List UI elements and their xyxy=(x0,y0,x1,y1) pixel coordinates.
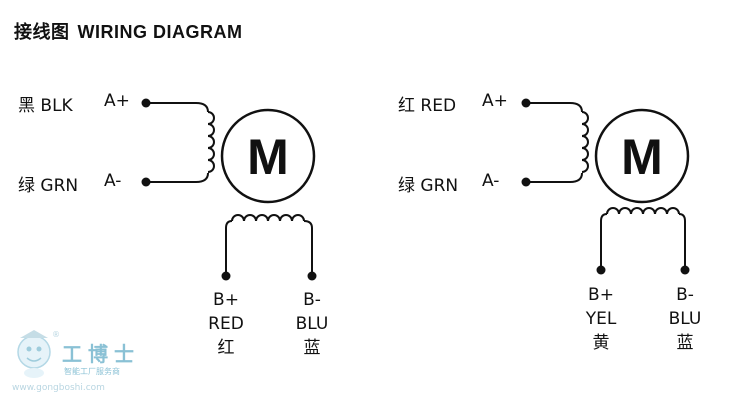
diagram-left-terminals xyxy=(141,98,317,281)
wire-color-en: BLU xyxy=(668,309,702,329)
title-english: WIRING DIAGRAM xyxy=(77,22,243,42)
watermark: ® 工博士 智能工厂服务商 www.gongboshi.com xyxy=(12,330,142,400)
motor-circle xyxy=(594,108,690,204)
terminal-label-a-plus: A+ xyxy=(482,91,508,111)
coil-a-wire-top xyxy=(146,102,209,113)
coil-a-wire-bottom xyxy=(526,172,583,183)
terminal-label-a-plus: A+ xyxy=(104,91,130,111)
coil-b-wire-right xyxy=(303,220,313,276)
terminal-label-a-minus: A- xyxy=(482,171,500,191)
coil-b-right-labels: B- BLU 蓝 xyxy=(282,288,342,360)
coil-a-winding xyxy=(581,111,589,173)
page-title: 接线图 WIRING DIAGRAM xyxy=(14,18,242,44)
watermark-url: www.gongboshi.com xyxy=(12,383,105,393)
wire-color-cn: 蓝 xyxy=(303,338,321,358)
terminal-label-b-minus: B- xyxy=(676,285,694,305)
wire-color-en: YEL xyxy=(585,309,617,329)
coil-b-winding xyxy=(606,207,680,215)
coil-b-left-labels: B+ RED 红 xyxy=(196,288,256,360)
watermark-mascot-icon xyxy=(17,330,51,378)
diagram-left xyxy=(146,102,316,276)
terminal-label-b-minus: B- xyxy=(303,290,321,310)
terminal-b-plus xyxy=(221,271,231,281)
wire-color-cn: 黄 xyxy=(592,333,610,353)
motor-circle xyxy=(220,108,316,204)
coil-b-wire-right xyxy=(678,213,686,270)
diagram-right-terminals xyxy=(521,98,690,275)
motor-label: M xyxy=(247,129,289,185)
motor-label: M xyxy=(621,129,663,185)
terminal-label-a-minus: A- xyxy=(104,171,122,191)
title-chinese: 接线图 xyxy=(14,22,70,43)
diagram-right xyxy=(526,102,690,270)
terminal-label-b-plus: B+ xyxy=(213,290,239,310)
terminal-label-b-plus: B+ xyxy=(588,285,614,305)
wire-color-a-plus: 红 RED xyxy=(398,96,457,116)
coil-b-left-labels: B+ YEL 黄 xyxy=(571,283,631,355)
terminal-a-minus xyxy=(521,177,531,187)
coil-b-wire-left xyxy=(600,213,608,270)
coil-b-wire-left xyxy=(225,220,233,276)
coil-a-winding xyxy=(207,111,215,173)
watermark-brand: 工博士 xyxy=(62,342,140,366)
wire-color-cn: 红 xyxy=(217,338,235,358)
coil-b-winding xyxy=(231,214,305,222)
wire-color-a-plus: 黑 BLK xyxy=(18,96,73,116)
wire-color-a-minus: 绿 GRN xyxy=(18,176,79,196)
watermark-registered-mark: ® xyxy=(52,330,60,339)
terminal-a-plus xyxy=(521,98,531,108)
coil-a-wire-bottom xyxy=(146,172,209,183)
terminal-a-plus xyxy=(141,98,151,108)
wire-color-cn: 蓝 xyxy=(676,333,694,353)
terminal-b-minus xyxy=(680,265,690,275)
coil-b-right-labels: B- BLU 蓝 xyxy=(655,283,715,355)
wire-color-en: BLU xyxy=(295,314,329,334)
wire-color-a-minus: 绿 GRN xyxy=(398,176,459,196)
wire-color-en: RED xyxy=(208,314,244,334)
terminal-a-minus xyxy=(141,177,151,187)
terminal-b-minus xyxy=(307,271,317,281)
watermark-slogan: 智能工厂服务商 xyxy=(64,367,120,376)
coil-a-wire-top xyxy=(526,102,583,113)
terminal-b-plus xyxy=(596,265,606,275)
